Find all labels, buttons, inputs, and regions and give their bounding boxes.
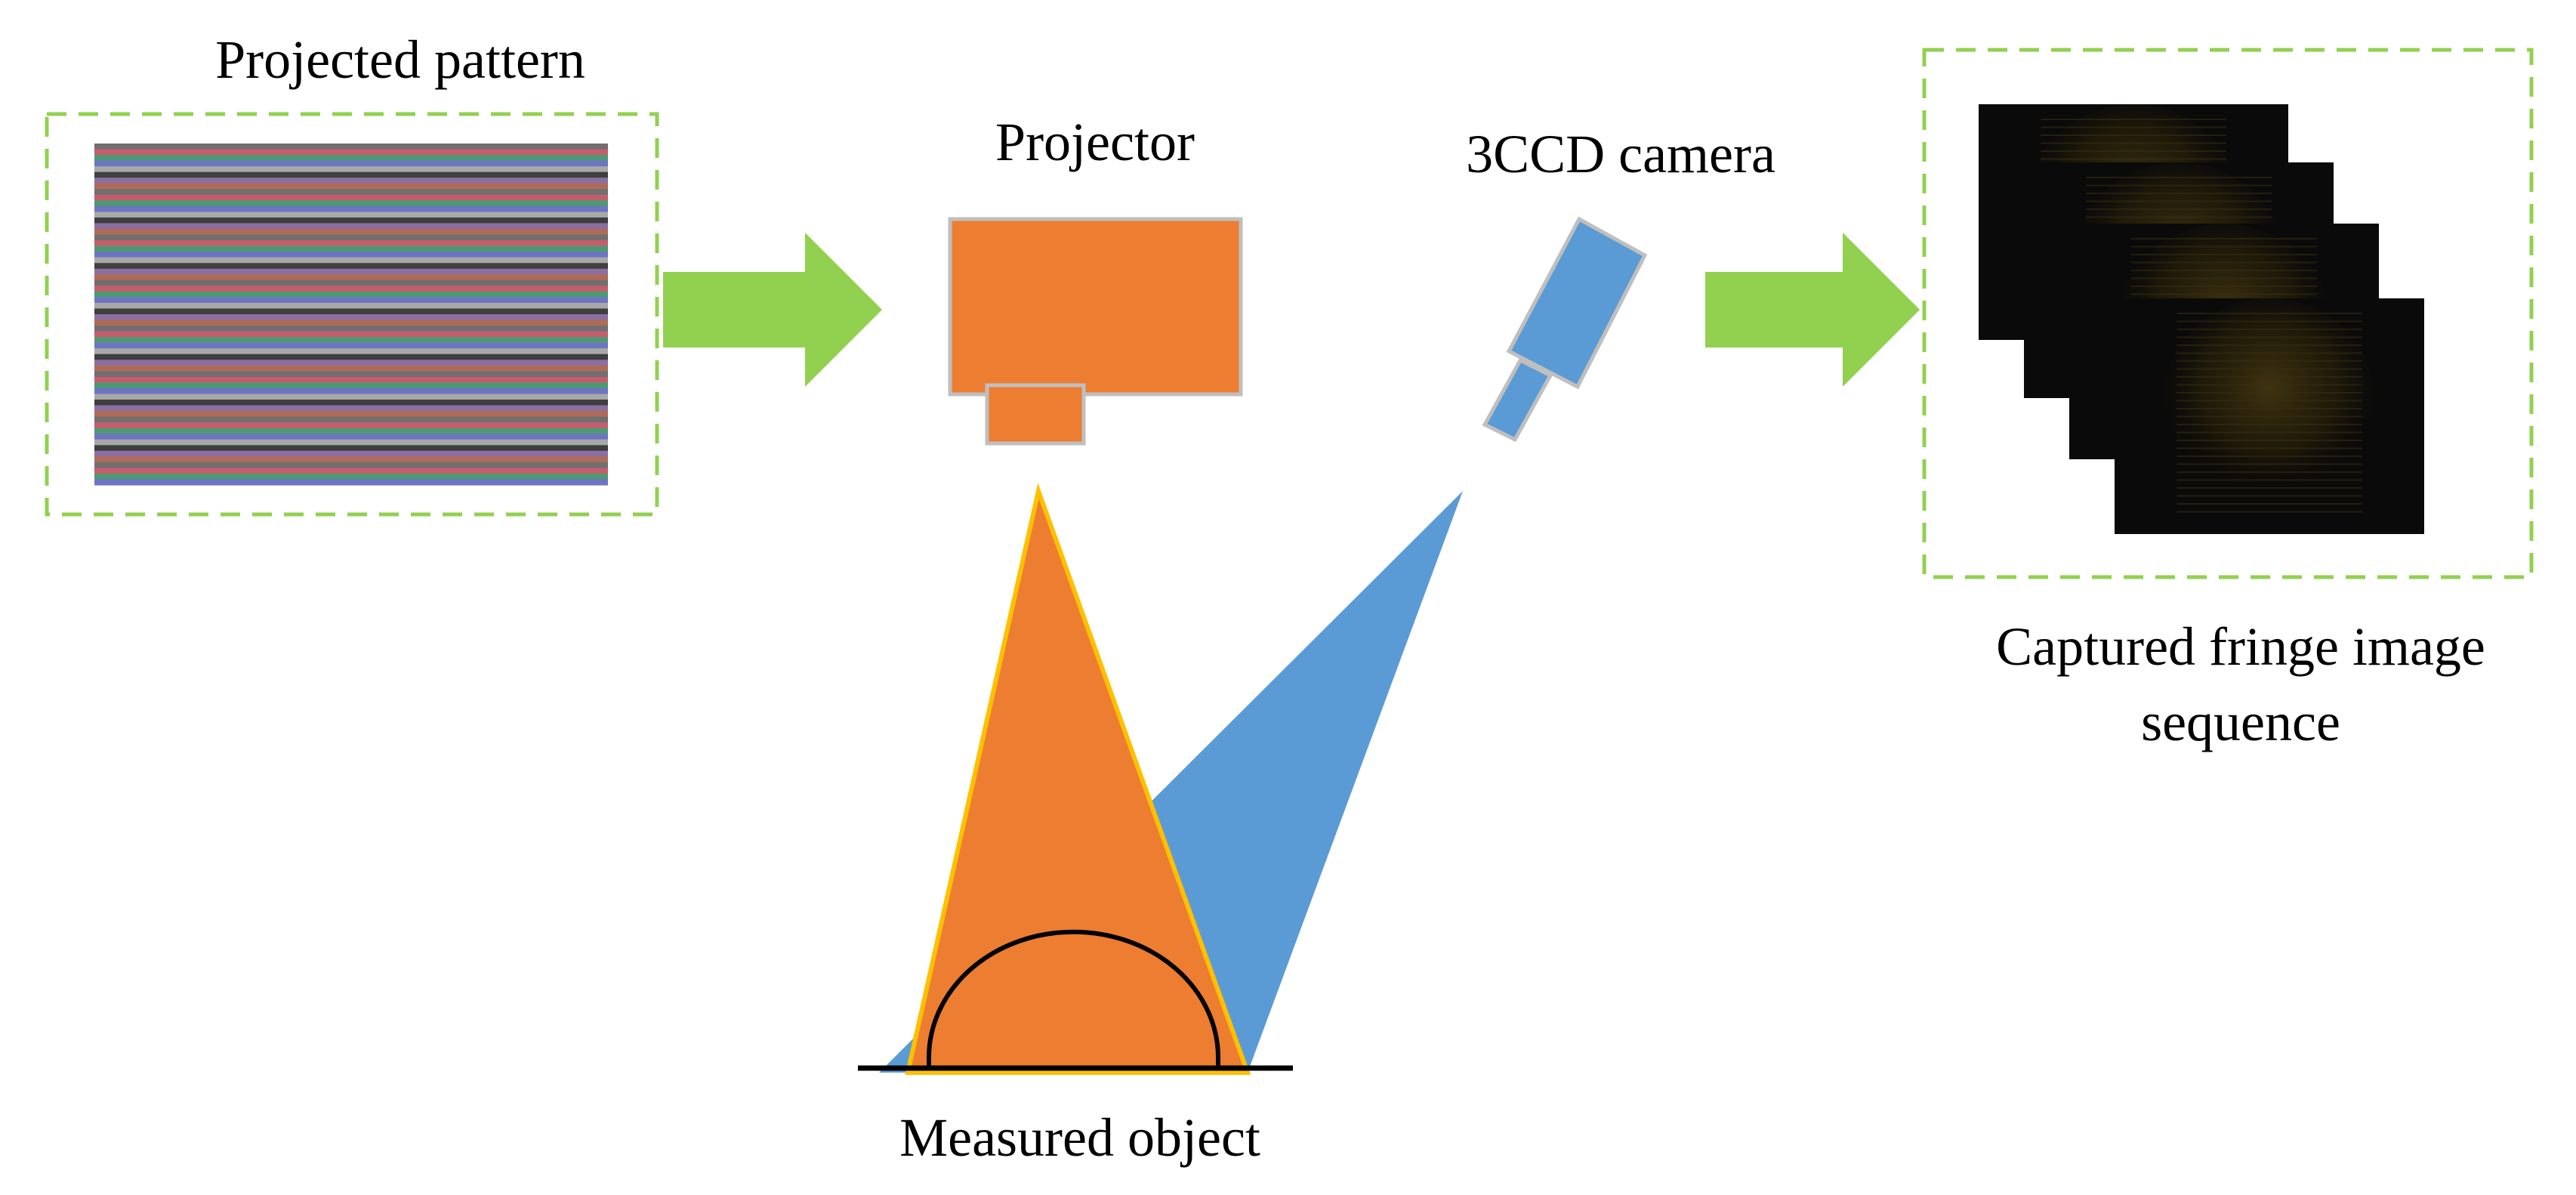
fringe-band: [94, 240, 608, 247]
fringe-band: [94, 382, 608, 389]
fringe-band: [94, 229, 608, 236]
projector-lens: [985, 383, 1086, 446]
fringe-band: [94, 279, 608, 286]
fringe-band: [94, 302, 608, 310]
fringe-band: [94, 360, 608, 366]
camera-icon: [1482, 216, 1648, 443]
fringe-band: [94, 217, 608, 224]
fringe-band: [94, 245, 608, 252]
fringe-band: [94, 411, 608, 418]
fringe-band: [94, 473, 608, 480]
fringe-band: [94, 155, 608, 162]
fringe-band: [94, 160, 608, 167]
fringe-band: [94, 274, 608, 281]
fringe-band: [94, 405, 608, 412]
fringe-band: [94, 331, 608, 338]
captured-frames-stack: [1979, 104, 2424, 534]
right-arrow-icon: [1705, 233, 1920, 387]
fringe-band: [94, 297, 608, 304]
fringe-band: [94, 178, 608, 184]
fringe-band: [94, 263, 608, 270]
fringe-band: [94, 223, 608, 230]
fringe-band: [94, 320, 608, 326]
fringe-band: [94, 291, 608, 298]
fringe-band: [94, 342, 608, 349]
fringe-band: [94, 439, 608, 446]
fringe-band: [94, 337, 608, 344]
fringe-band: [94, 468, 608, 474]
fringe-band: [94, 268, 608, 275]
fringe-band: [94, 462, 608, 468]
captured-frame: [2115, 298, 2424, 534]
captured-sequence-label-line1: Captured fringe image: [1996, 616, 2485, 677]
fringe-band: [94, 428, 608, 434]
fringe-band: [94, 314, 608, 321]
measured-object-label: Measured object: [899, 1107, 1260, 1168]
fringe-pattern-image: [94, 144, 608, 486]
fringe-band: [94, 450, 608, 457]
captured-sequence-frame: [1922, 48, 2534, 579]
captured-sequence-label-line2: sequence: [2141, 692, 2340, 752]
fringe-band: [94, 171, 608, 178]
measured-object-shape: [927, 929, 1220, 1068]
camera-label: 3CCD camera: [1466, 124, 1775, 184]
camera-body: [1506, 216, 1648, 390]
fringe-band: [94, 234, 608, 241]
fringe-band: [94, 371, 608, 378]
projector-beam-cone: [905, 483, 1251, 1075]
fringe-band: [94, 286, 608, 292]
projected-pattern-frame: [45, 112, 659, 517]
fringe-band: [94, 376, 608, 383]
camera-lens: [1482, 357, 1553, 443]
fringe-band: [94, 189, 608, 196]
fringe-band: [94, 326, 608, 332]
fringe-band: [94, 194, 608, 201]
fringe-band: [94, 434, 608, 440]
fringe-band: [94, 354, 608, 360]
fringe-band: [94, 456, 608, 463]
right-arrow-icon: [663, 233, 882, 387]
fringe-band: [94, 205, 608, 212]
projector-label: Projector: [995, 112, 1195, 172]
fringe-band: [94, 400, 608, 406]
fringe-band: [94, 252, 608, 258]
fringe-band: [94, 479, 608, 486]
fringe-band: [94, 212, 608, 218]
projector-body: [948, 217, 1243, 397]
fringe-band: [94, 166, 608, 173]
fringe-band: [94, 144, 608, 150]
fringe-band: [94, 416, 608, 423]
fringe-band: [94, 388, 608, 395]
fringe-band: [94, 394, 608, 400]
fringe-band: [94, 365, 608, 372]
projected-pattern-label: Projected pattern: [215, 29, 585, 90]
fringe-band: [94, 149, 608, 156]
fringe-band: [94, 422, 608, 429]
fringe-band: [94, 257, 608, 264]
fringe-band: [94, 445, 608, 452]
fringe-band: [94, 183, 608, 190]
fringe-band: [94, 308, 608, 315]
fringe-band: [94, 348, 608, 355]
fringe-band: [94, 200, 608, 207]
